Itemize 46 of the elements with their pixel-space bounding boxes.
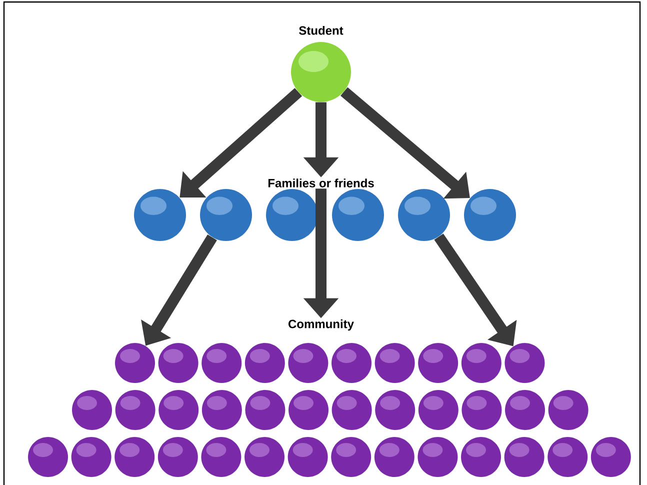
circle bbox=[461, 437, 501, 477]
circle bbox=[115, 390, 156, 430]
circle bbox=[202, 390, 242, 430]
circle bbox=[201, 437, 242, 477]
circle bbox=[158, 437, 198, 477]
circle bbox=[374, 437, 414, 477]
circle bbox=[590, 437, 631, 477]
circle bbox=[72, 390, 112, 430]
circle bbox=[331, 437, 372, 477]
circle bbox=[288, 437, 328, 477]
heading: Student bbox=[299, 26, 344, 35]
circle bbox=[288, 343, 328, 383]
circle bbox=[158, 343, 198, 383]
circle bbox=[548, 437, 588, 477]
arrow bbox=[180, 88, 302, 198]
circle bbox=[504, 437, 544, 477]
circle bbox=[28, 437, 68, 477]
circle bbox=[114, 437, 155, 477]
circle bbox=[244, 343, 285, 383]
circle bbox=[398, 189, 450, 241]
heading: Community bbox=[288, 319, 354, 331]
circle bbox=[462, 390, 502, 430]
circle bbox=[461, 343, 502, 383]
circle bbox=[266, 189, 318, 241]
circle bbox=[332, 343, 372, 383]
circle bbox=[464, 189, 516, 241]
circle bbox=[288, 390, 328, 430]
circle bbox=[332, 189, 384, 241]
circle bbox=[504, 343, 545, 383]
circle bbox=[244, 437, 284, 477]
circle bbox=[202, 343, 242, 383]
circle bbox=[71, 437, 112, 477]
circle bbox=[245, 390, 286, 430]
circle bbox=[115, 343, 155, 383]
circle bbox=[158, 390, 199, 430]
circle bbox=[134, 189, 186, 241]
circle bbox=[332, 390, 372, 430]
circle bbox=[418, 343, 458, 383]
circle bbox=[375, 390, 416, 430]
circle bbox=[548, 390, 588, 430]
circle bbox=[418, 390, 458, 430]
circle bbox=[200, 189, 252, 241]
heading: Families or friends bbox=[268, 178, 374, 188]
circle bbox=[374, 343, 415, 383]
circle bbox=[505, 390, 545, 430]
circle bbox=[418, 437, 458, 477]
